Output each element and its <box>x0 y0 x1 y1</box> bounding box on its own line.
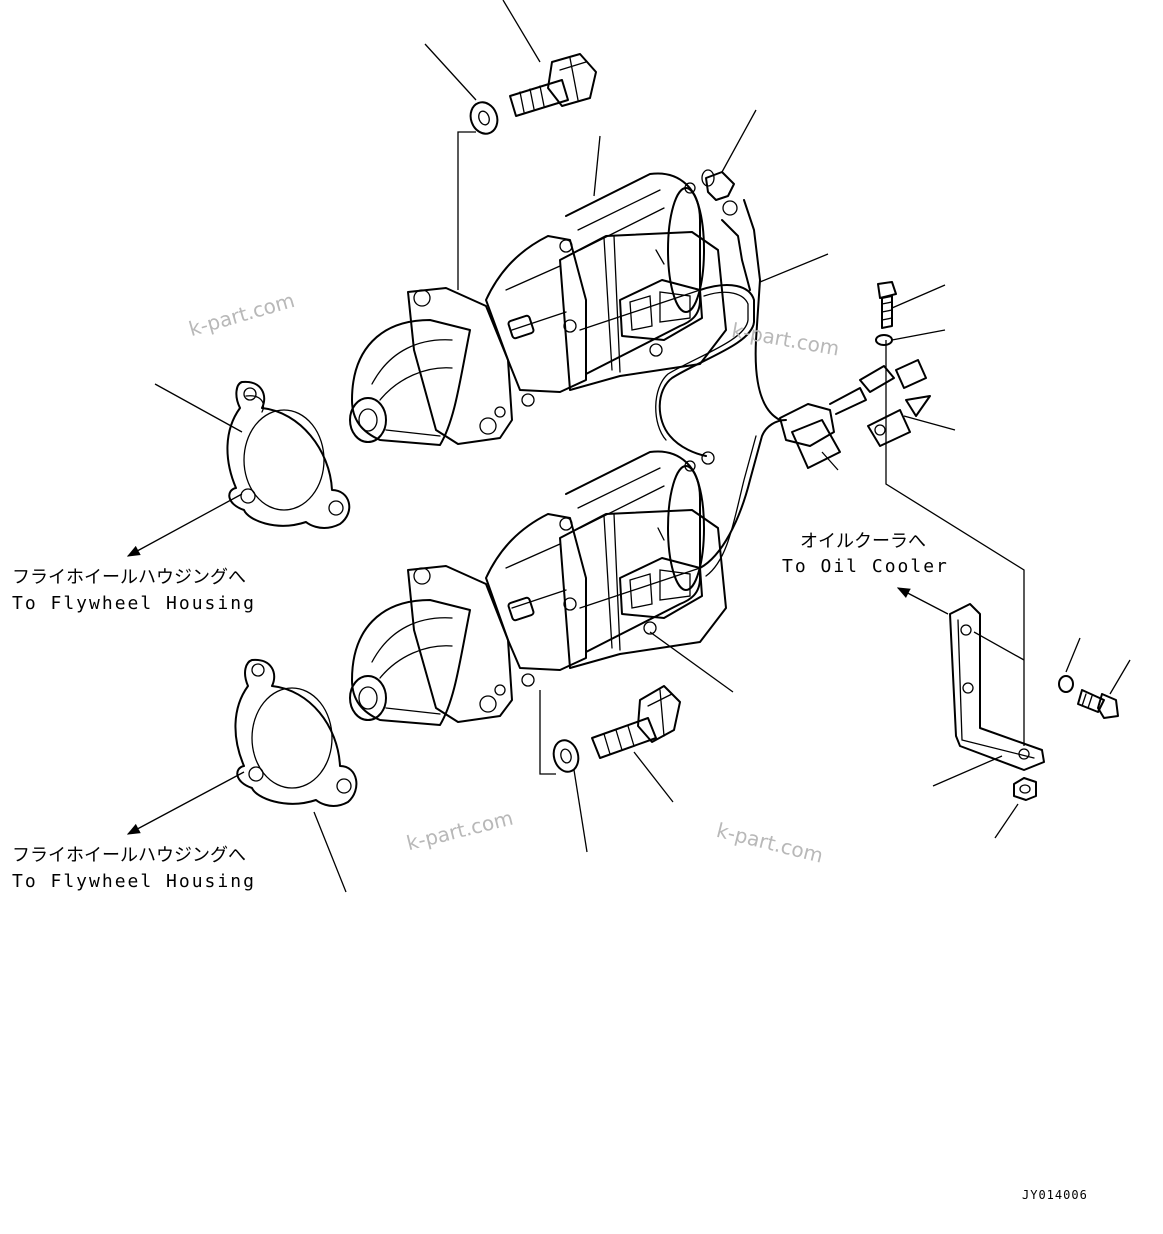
small-washer-upper-right <box>875 334 893 346</box>
arrow-to-flywheel-upper <box>126 493 243 557</box>
lower-mounting-bolt <box>591 685 681 759</box>
leader-lines <box>154 0 1131 893</box>
bracket-bolt <box>1077 689 1119 719</box>
bracket-nut <box>1013 777 1037 801</box>
bracket-washer <box>1058 675 1074 693</box>
small-bolt-upper-right <box>877 281 897 329</box>
flywheel-callout-lower-en: To Flywheel Housing <box>12 871 256 892</box>
oil-cooler-callout-jp: オイルクーラへ <box>800 531 926 552</box>
arrow-to-oil-cooler <box>896 587 949 615</box>
upper-gasket <box>226 380 351 529</box>
lower-gasket <box>234 658 358 807</box>
direction-arrows <box>126 493 949 835</box>
upper-washer <box>469 101 499 135</box>
lower-starter-motor <box>349 450 727 726</box>
flywheel-callout-upper-jp: フライホイールハウジングへ <box>12 567 246 588</box>
flywheel-callout-lower-jp: フライホイールハウジングへ <box>12 845 246 866</box>
arrow-to-flywheel-lower <box>126 771 245 835</box>
lower-washer <box>552 739 580 773</box>
upper-starter-motor <box>349 172 727 446</box>
mounting-bracket <box>949 603 1045 771</box>
upper-mounting-bolt <box>509 53 597 117</box>
flywheel-callout-upper-en: To Flywheel Housing <box>12 593 256 614</box>
wiring-harness <box>655 169 931 577</box>
drawing-code: JY014006 <box>1022 1188 1088 1202</box>
oil-cooler-callout-en: To Oil Cooler <box>782 556 949 577</box>
